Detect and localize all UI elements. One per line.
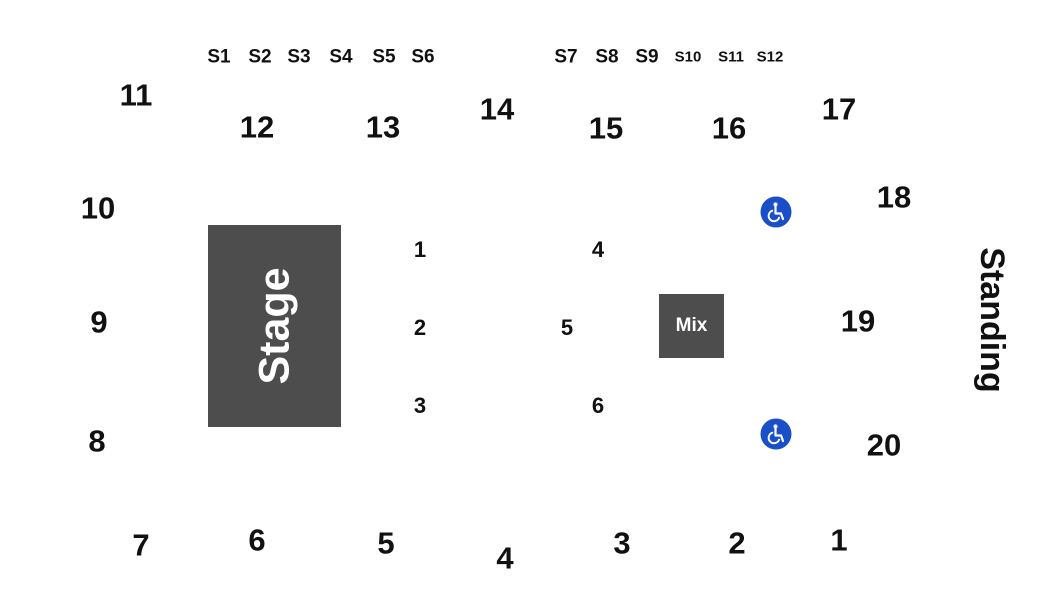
suite-s1[interactable]: S1: [207, 46, 231, 68]
stage-block: Stage: [208, 225, 341, 427]
section-19[interactable]: 19: [840, 303, 876, 339]
suite-s4[interactable]: S4: [329, 46, 353, 68]
section-10[interactable]: 10: [80, 190, 116, 226]
mix-booth: Mix: [659, 294, 724, 358]
section-9[interactable]: 9: [90, 304, 108, 340]
suite-s12[interactable]: S12: [756, 48, 784, 66]
wheelchair-icon[interactable]: [760, 418, 792, 450]
mix-label: Mix: [675, 315, 708, 336]
suite-s3[interactable]: S3: [287, 46, 311, 68]
wheelchair-icon[interactable]: [760, 196, 792, 228]
section-7[interactable]: 7: [132, 527, 150, 563]
section-6[interactable]: 6: [248, 522, 266, 558]
floor-section-6[interactable]: 6: [591, 393, 605, 418]
floor-section-1[interactable]: 1: [413, 237, 427, 262]
suite-s10[interactable]: S10: [674, 48, 702, 66]
suite-s9[interactable]: S9: [635, 46, 659, 68]
section-4[interactable]: 4: [496, 540, 514, 576]
suite-s2[interactable]: S2: [248, 46, 272, 68]
section-20[interactable]: 20: [866, 427, 902, 463]
suite-s8[interactable]: S8: [595, 46, 619, 68]
suite-s11[interactable]: S11: [718, 48, 744, 66]
section-8[interactable]: 8: [88, 423, 106, 459]
floor-section-4[interactable]: 4: [591, 237, 605, 262]
section-12[interactable]: 12: [239, 109, 275, 145]
floor-section-2[interactable]: 2: [413, 315, 427, 340]
section-1[interactable]: 1: [830, 522, 848, 558]
suite-s7[interactable]: S7: [554, 46, 578, 68]
floor-section-3[interactable]: 3: [413, 393, 427, 418]
section-17[interactable]: 17: [821, 91, 857, 127]
suite-s5[interactable]: S5: [372, 46, 396, 68]
floor-section-5[interactable]: 5: [560, 315, 574, 340]
section-11[interactable]: 11: [119, 77, 153, 113]
section-5[interactable]: 5: [377, 525, 395, 561]
stage-label: Stage: [250, 267, 298, 385]
standing-area-label[interactable]: Standing: [973, 247, 1011, 393]
section-3[interactable]: 3: [613, 525, 631, 561]
section-13[interactable]: 13: [365, 109, 401, 145]
section-14[interactable]: 14: [479, 91, 515, 127]
section-2[interactable]: 2: [728, 525, 746, 561]
section-16[interactable]: 16: [711, 110, 747, 146]
section-15[interactable]: 15: [588, 110, 624, 146]
suite-s6[interactable]: S6: [411, 46, 435, 68]
section-18[interactable]: 18: [876, 179, 912, 215]
